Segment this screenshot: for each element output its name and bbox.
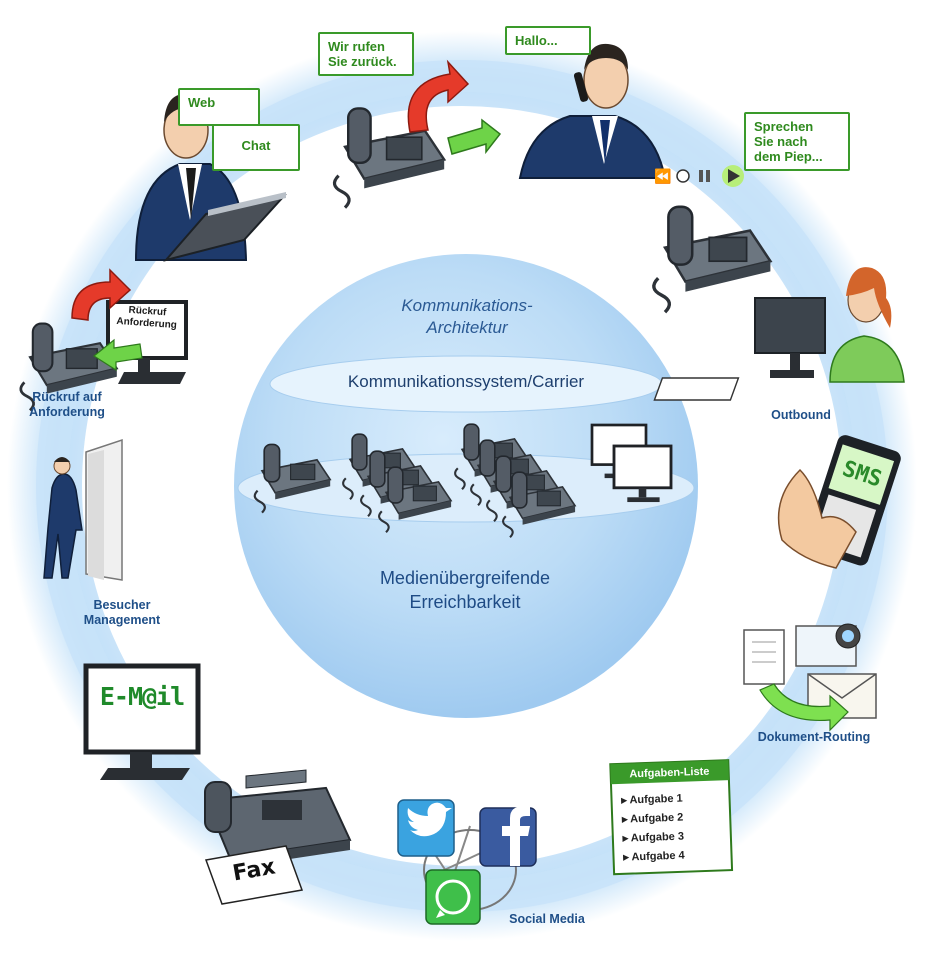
- center-bottom-line1: Medienübergreifende: [379, 568, 551, 588]
- rueckruf-screen-text: Rückruf Anforderung: [111, 304, 183, 333]
- callback-bubble-line1: Wir rufen: [328, 39, 385, 54]
- chat-bubble: Chat: [212, 124, 300, 171]
- task-item-label: Aufgabe 4: [631, 849, 685, 864]
- outbound-label: Outbound: [771, 408, 831, 422]
- task-list-item: ▸ Aufgabe 3: [622, 828, 720, 845]
- voicemail-bubble-line2: Sie nach: [754, 134, 808, 149]
- social-label: Social Media: [509, 912, 585, 926]
- document-routing: [743, 623, 877, 732]
- hello-bubble-text: Hallo...: [515, 33, 558, 48]
- task-item-label: Aufgabe 3: [630, 830, 685, 845]
- visitor-door: [43, 438, 123, 581]
- email-monitor: [83, 663, 201, 780]
- outbound-agent: [653, 267, 905, 401]
- rewind-icon: ⏪: [654, 168, 671, 185]
- callback-request: [19, 268, 188, 412]
- voicemail-bubble-line3: dem Piep...: [754, 149, 823, 164]
- whatsapp-icon: [425, 869, 481, 925]
- dokument-label: Dokument-Routing: [757, 730, 871, 744]
- center-title: Kommunikations- Architektur: [336, 296, 598, 338]
- chat-bubble-text: Chat: [241, 138, 271, 153]
- sms-hand: [777, 468, 857, 569]
- task-item-label: Aufgabe 2: [629, 811, 684, 826]
- web-bubble-text: Web: [188, 95, 216, 110]
- pause-icon: [699, 170, 703, 182]
- voicemail-bubble: Sprechen Sie nach dem Piep...: [744, 112, 850, 171]
- besucher-label-line1: Besucher: [93, 598, 151, 612]
- facebook-icon: [479, 807, 537, 867]
- hello-bubble: Hallo...: [505, 26, 591, 55]
- task-list-items: ▸ Aufgabe 1 ▸ Aufgabe 2 ▸ Aufgabe 3 ▸ Aufga…: [613, 780, 730, 876]
- media-controls: ⏪: [654, 165, 744, 187]
- rueckruf-label-line1: Rückruf auf: [32, 390, 102, 404]
- web-bubble: Web: [178, 88, 260, 126]
- besucher-label-line2: Management: [83, 613, 161, 627]
- carrier-label: Kommunikationssystem/Carrier: [347, 372, 585, 391]
- center-title-line1: Kommunikations-: [401, 296, 533, 315]
- rueckruf-label-line2: Anforderung: [29, 405, 105, 419]
- task-list-item: ▸ Aufgabe 1: [621, 790, 719, 807]
- email-screen-text: E-M@il: [99, 682, 185, 711]
- besucher-label: Besucher Management: [62, 598, 182, 628]
- center-title-line2: Architektur: [426, 318, 508, 337]
- record-icon: [676, 169, 690, 183]
- task-list-item: ▸ Aufgabe 4: [623, 847, 721, 864]
- callback-bubble: Wir rufen Sie zurück.: [318, 32, 414, 76]
- callback-phone: [332, 59, 502, 210]
- center-bottom-line2: Erreichbarkeit: [409, 592, 521, 612]
- center-bottom-text: Medienübergreifende Erreichbarkeit: [310, 566, 620, 614]
- rueckruf-label: Rückruf auf Anforderung: [12, 390, 122, 420]
- callback-bubble-line2: Sie zurück.: [328, 54, 397, 69]
- task-list: [609, 759, 734, 876]
- task-list-item: ▸ Aufgabe 2: [622, 809, 720, 826]
- social-media-icons: [397, 799, 537, 925]
- task-list-content: Aufgaben-Liste ▸ Aufgabe 1▸ Aufgabe 2▸ A…: [612, 762, 730, 876]
- task-item-label: Aufgabe 1: [629, 792, 683, 807]
- voicemail-bubble-line1: Sprechen: [754, 119, 814, 134]
- caller-man: [518, 43, 667, 179]
- fax-machine: [204, 769, 352, 905]
